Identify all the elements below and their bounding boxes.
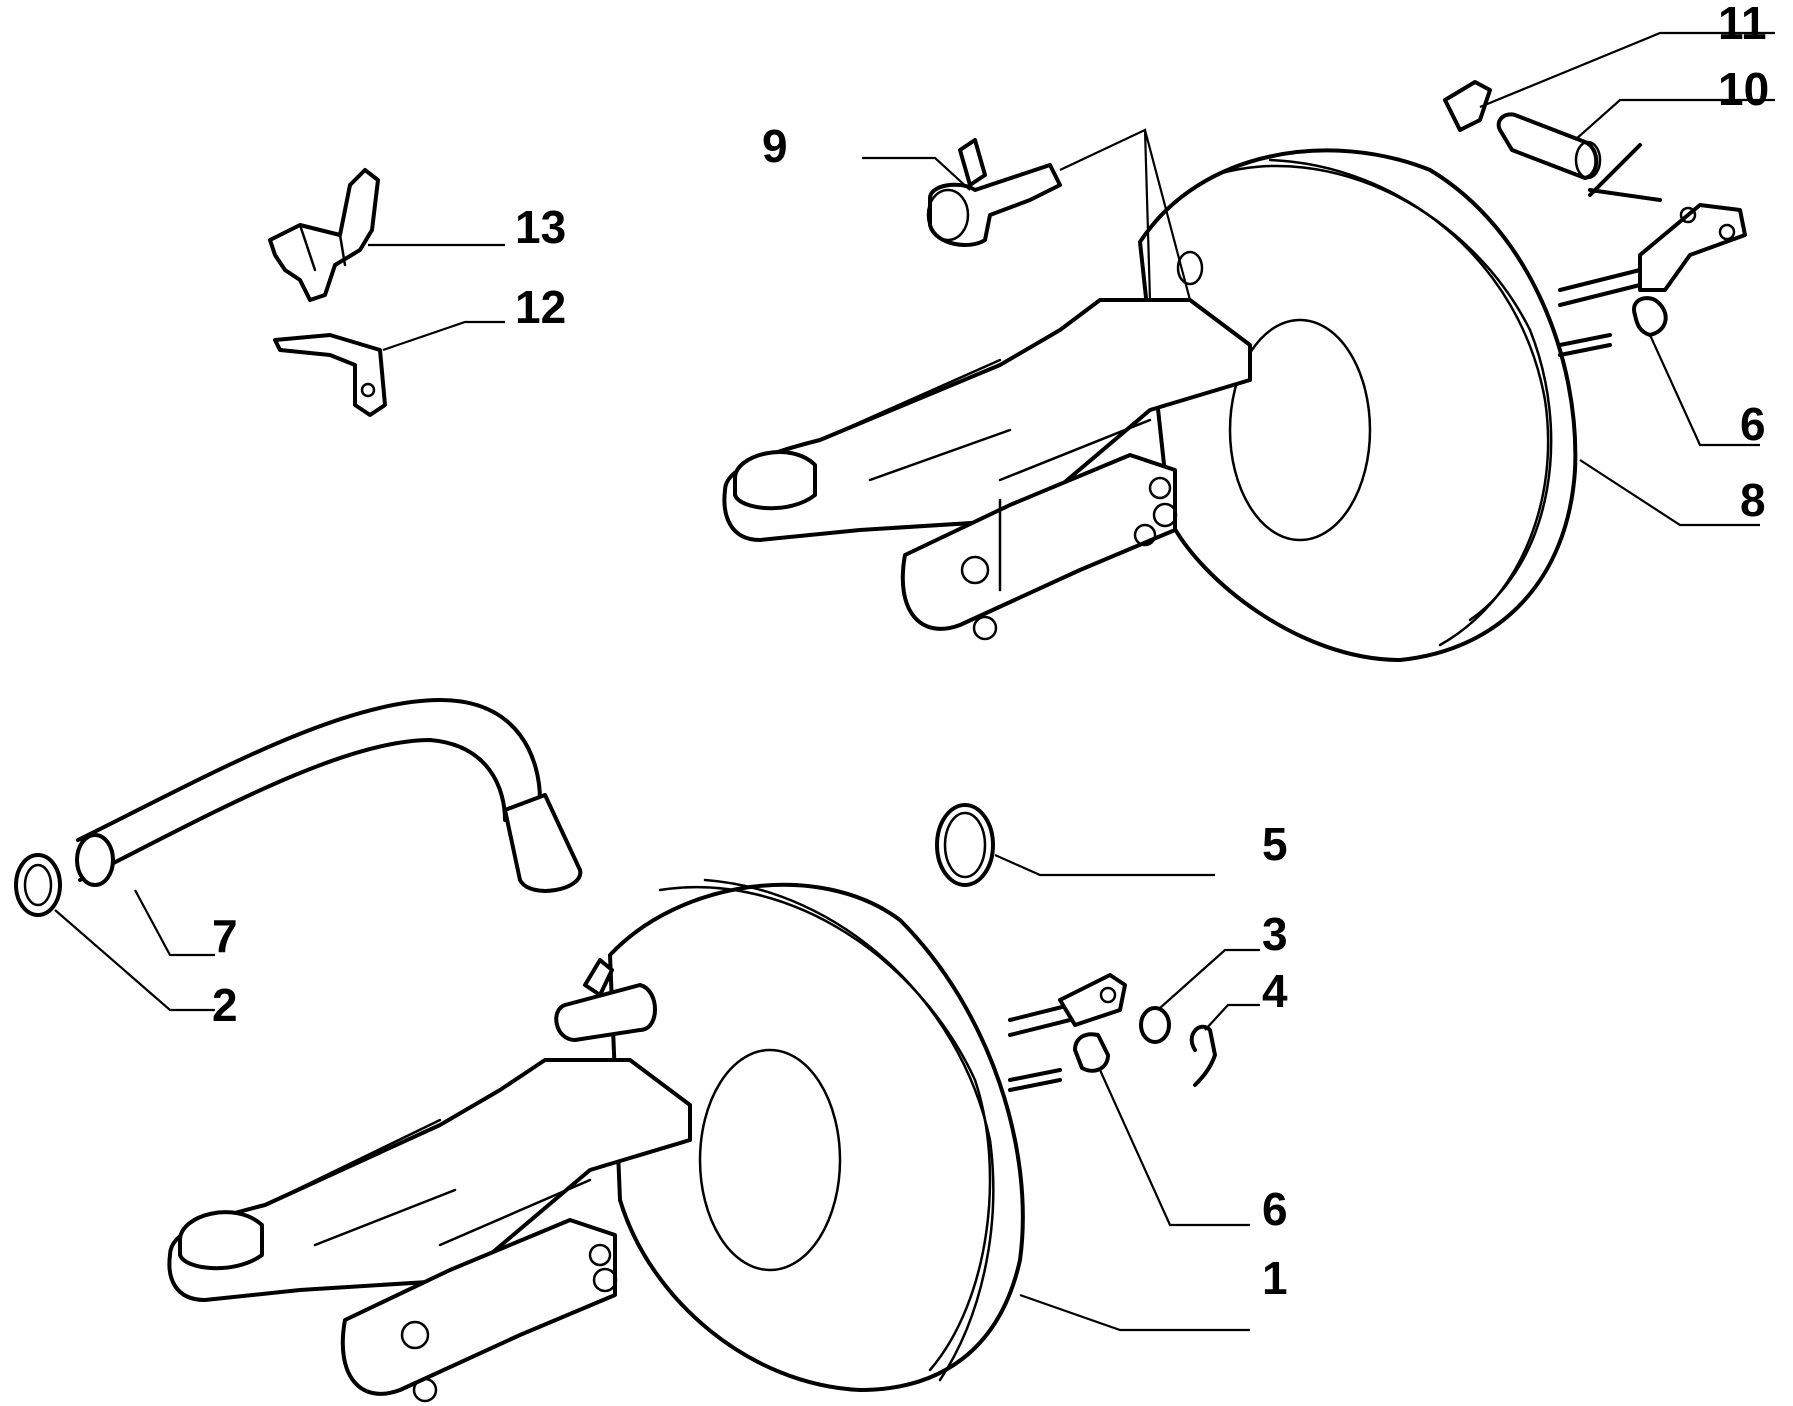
- hose-clip-part-13: [268, 168, 380, 302]
- hose-clamp-part-2: [14, 853, 62, 917]
- booster-drum-lower: [608, 882, 1025, 1392]
- callout-12: 12: [515, 281, 566, 333]
- bracket-part-12: [273, 333, 387, 417]
- callout-11: 11: [1718, 0, 1767, 49]
- reservoir-cap-upper: [733, 450, 817, 511]
- booster-drum-upper: [1138, 148, 1578, 662]
- callout-3: 3: [1262, 908, 1288, 960]
- callout-8: 8: [1740, 474, 1766, 526]
- clevis-upper: [1638, 203, 1747, 292]
- callout-10: 10: [1718, 63, 1769, 115]
- callout-6-lower: 6: [1262, 1183, 1288, 1235]
- callout-7: 7: [212, 910, 238, 962]
- brake-booster-assembly-upper: [722, 148, 1747, 662]
- nut-part-6-upper: [1632, 296, 1668, 337]
- vacuum-connector-lower: [554, 983, 657, 1042]
- vacuum-hose-part-7: [76, 698, 542, 882]
- callout-1: 1: [1262, 1252, 1288, 1304]
- clevis-lower: [1058, 973, 1127, 1027]
- callout-6-upper: 6: [1740, 398, 1766, 450]
- booster-face-upper: [1228, 318, 1372, 542]
- o-ring-part-5: [935, 803, 995, 887]
- tee-fitting-part-9: [926, 138, 1062, 247]
- split-pin-part-4: [1189, 1024, 1217, 1087]
- retaining-clip-part-11: [1443, 80, 1492, 132]
- callout-5: 5: [1262, 818, 1288, 870]
- callout-2: 2: [212, 979, 238, 1031]
- washer-part-3: [1139, 1006, 1171, 1044]
- callout-9: 9: [762, 120, 788, 172]
- callout-13: 13: [515, 201, 566, 253]
- master-cylinder-upper: [900, 453, 1177, 631]
- reservoir-cap-lower: [178, 1210, 264, 1271]
- hose-end-fitting: [503, 793, 583, 893]
- booster-face-lower: [698, 1048, 842, 1272]
- master-cylinder-lower: [340, 1218, 617, 1396]
- brake-booster-assembly-lower: [167, 878, 1127, 1403]
- callout-4: 4: [1262, 965, 1288, 1017]
- nut-part-6-lower: [1073, 1032, 1110, 1073]
